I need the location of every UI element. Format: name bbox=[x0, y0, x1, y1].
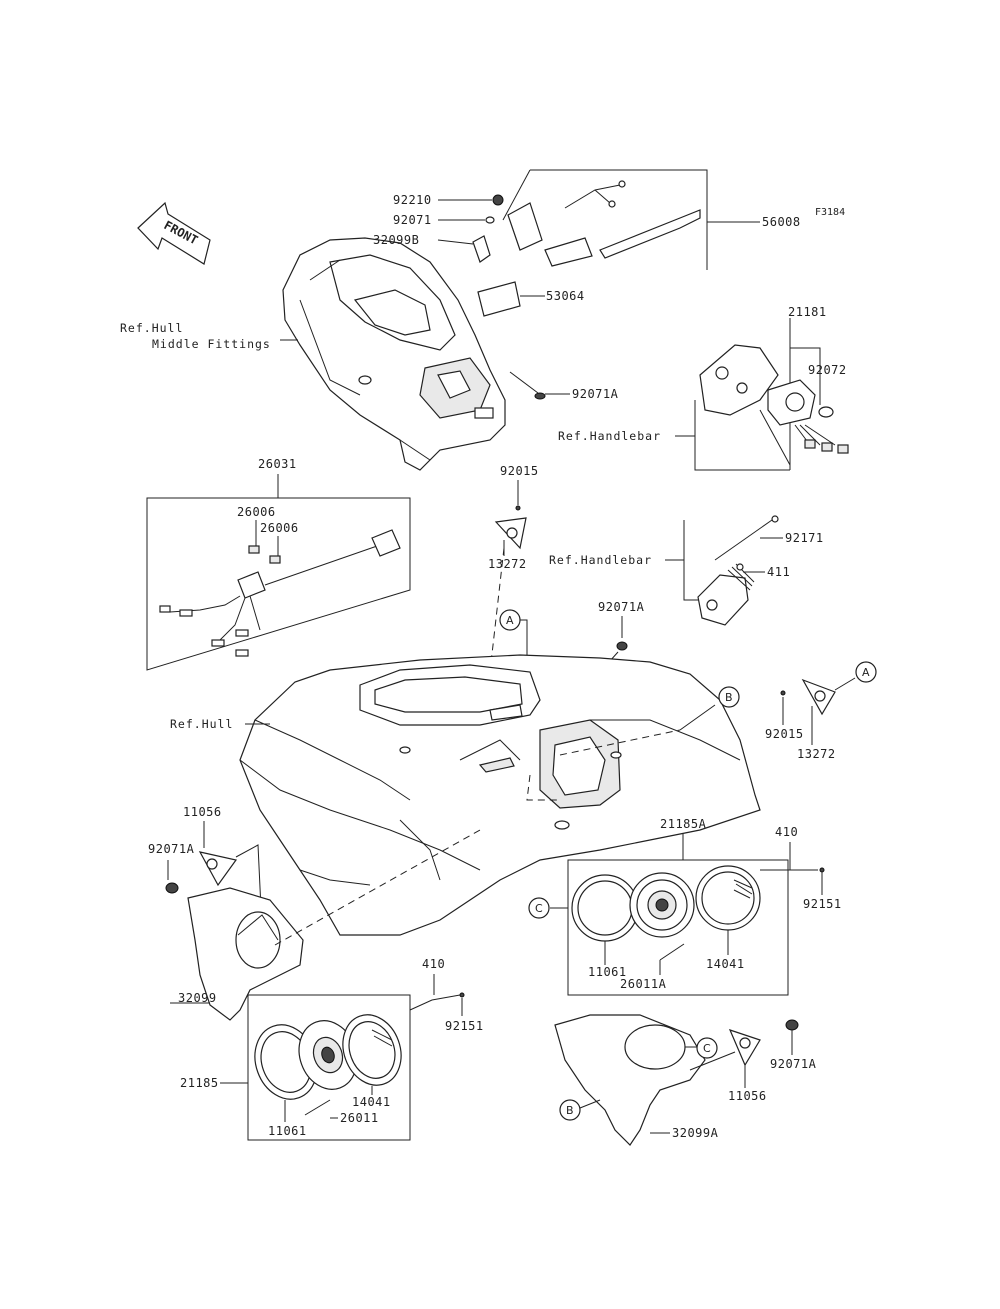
callout-b-letter: B bbox=[566, 1104, 574, 1117]
part-label: 92071 bbox=[393, 213, 432, 227]
hull-body bbox=[239, 654, 761, 936]
washer-icon bbox=[485, 216, 495, 224]
callout-c-letter: C bbox=[535, 902, 543, 915]
callout-b-letter: B bbox=[725, 691, 733, 704]
speaker-driver-icon bbox=[629, 872, 695, 938]
part-label: 32099B bbox=[373, 233, 419, 247]
part-label: 92171 bbox=[785, 531, 824, 545]
ref-hull-middle-fittings-line1: Ref.Hull bbox=[120, 321, 183, 335]
figure-id: F3184 bbox=[815, 207, 845, 218]
wire-harness-icon bbox=[159, 529, 401, 657]
harness-icon bbox=[507, 180, 701, 267]
part-label: 21185A bbox=[660, 817, 707, 831]
part-label: 26006 bbox=[260, 521, 299, 535]
callout-a-right bbox=[855, 661, 877, 683]
part-label: 92072 bbox=[808, 363, 847, 377]
part-label: 56008 bbox=[762, 215, 801, 229]
throttle-icon bbox=[697, 515, 779, 626]
callout-a-letter: A bbox=[862, 666, 870, 679]
part-label: 13272 bbox=[797, 747, 836, 761]
handlebar-switch-icon bbox=[699, 344, 849, 466]
part-label: 26031 bbox=[258, 457, 297, 471]
part-label: 92071A bbox=[598, 600, 645, 614]
speaker-grille-14041-icon bbox=[695, 865, 761, 931]
callout-b-right bbox=[559, 1099, 581, 1121]
grommet-icon bbox=[165, 882, 179, 894]
part-label: 14041 bbox=[352, 1095, 391, 1109]
part-label: 21185 bbox=[180, 1076, 219, 1090]
part-label: 26011 bbox=[340, 1111, 379, 1125]
part-label: 410 bbox=[422, 957, 445, 971]
grommet-icon bbox=[616, 641, 628, 651]
ref-handlebar-2: Ref.Handlebar bbox=[549, 553, 652, 567]
ref-hull: Ref.Hull bbox=[170, 717, 233, 731]
speaker-housing-32099-icon bbox=[187, 887, 304, 1021]
ref-hull-middle-fittings-line2: Middle Fittings bbox=[152, 337, 271, 351]
part-label: 32099 bbox=[178, 991, 217, 1005]
part-label: 11061 bbox=[268, 1124, 307, 1138]
part-label: 92151 bbox=[803, 897, 842, 911]
part-label: 92210 bbox=[393, 193, 432, 207]
part-label: 32099A bbox=[672, 1126, 719, 1140]
part-label: 53064 bbox=[546, 289, 585, 303]
callout-c bbox=[528, 897, 550, 919]
ref-handlebar-1: Ref.Handlebar bbox=[558, 429, 661, 443]
screw-icon bbox=[459, 992, 465, 998]
part-label: 92151 bbox=[445, 1019, 484, 1033]
part-label: 26011A bbox=[620, 977, 667, 991]
callout-a-letter: A bbox=[506, 614, 514, 627]
part-label: 26006 bbox=[237, 505, 276, 519]
plug-icon bbox=[472, 235, 491, 263]
speaker-grille-14041-left-icon bbox=[342, 1014, 402, 1086]
callout-c-right bbox=[696, 1037, 718, 1059]
part-label: 92071A bbox=[148, 842, 195, 856]
part-label: 410 bbox=[775, 825, 798, 839]
speaker-housing-32099A-icon bbox=[554, 1014, 706, 1146]
part-label: 11056 bbox=[183, 805, 222, 819]
part-label: 14041 bbox=[706, 957, 745, 971]
speaker-ring-11061-icon bbox=[571, 874, 639, 942]
screw-icon bbox=[819, 867, 825, 873]
label-icon bbox=[477, 281, 521, 317]
screw-icon bbox=[780, 690, 786, 696]
part-label: 92015 bbox=[765, 727, 804, 741]
nut-icon bbox=[492, 194, 504, 206]
grommet-icon bbox=[534, 392, 546, 400]
screw-icon bbox=[515, 505, 521, 511]
callout-b bbox=[718, 686, 740, 708]
bracket-icon bbox=[198, 851, 238, 887]
callout-c-letter: C bbox=[703, 1042, 711, 1055]
part-label: 13272 bbox=[488, 557, 527, 571]
front-arrow-icon: FRONT bbox=[137, 201, 211, 265]
part-label: 411 bbox=[767, 565, 790, 579]
part-label: 21181 bbox=[788, 305, 827, 319]
part-label: 92015 bbox=[500, 464, 539, 478]
part-label: 11061 bbox=[588, 965, 627, 979]
grommet-icon bbox=[785, 1019, 799, 1031]
middle-fittings-panel bbox=[282, 237, 506, 471]
part-label: 92071A bbox=[572, 387, 619, 401]
part-label: 11056 bbox=[728, 1089, 767, 1103]
part-label: 92071A bbox=[770, 1057, 817, 1071]
